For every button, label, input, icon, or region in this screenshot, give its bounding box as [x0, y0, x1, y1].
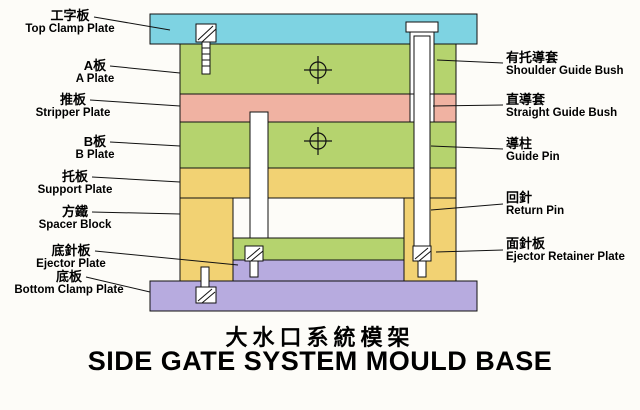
- bottom-cap-screw-shaft: [200, 266, 210, 288]
- label-shoulder-guide-bush-zh: 有托導套: [506, 50, 559, 65]
- label-spacer-block: 方鐵 Spacer Block: [18, 204, 132, 233]
- page-title-english: SIDE GATE SYSTEM MOULD BASE: [87, 346, 553, 376]
- label-return-pin: 回針 Return Pin: [506, 190, 640, 219]
- leader-straight-guide-bush: [432, 104, 504, 107]
- leader-shoulder-guide-bush: [436, 59, 504, 64]
- label-straight-guide-bush-zh: 直導套: [506, 92, 546, 107]
- label-guide-pin: 導柱 Guide Pin: [506, 136, 640, 165]
- label-ejector-plate-en: Ejector Plate: [36, 258, 106, 271]
- label-guide-pin-en: Guide Pin: [506, 151, 560, 164]
- screw-hatch: [418, 250, 432, 262]
- label-stripper-plate-zh: 推板: [59, 92, 86, 107]
- label-spacer-block-en: Spacer Block: [38, 219, 112, 232]
- label-return-pin-en: Return Pin: [506, 205, 565, 218]
- support-plate-shape: [179, 167, 457, 199]
- leader-a-plate: [109, 65, 181, 74]
- screw-hatch: [197, 288, 213, 302]
- label-ejector-retainer-plate: 面針板 Ejector Retainer Plate: [506, 236, 640, 265]
- label-guide-pin-zh: 導柱: [506, 136, 533, 151]
- screw-hatch: [201, 28, 217, 43]
- screw-hatch: [197, 25, 214, 41]
- leader-support-plate: [91, 176, 181, 183]
- label-spacer-block-zh: 方鐵: [61, 204, 88, 219]
- center-ejector-screw-shaft: [249, 260, 259, 278]
- leader-ejector-plate: [94, 250, 239, 266]
- label-top-clamp-plate-zh: 工字板: [50, 8, 90, 23]
- ejector-plate-shape: [232, 259, 405, 282]
- label-support-plate-en: Support Plate: [37, 184, 113, 197]
- shoulder-guide-bush-flange: [405, 21, 439, 33]
- label-straight-guide-bush-en: Straight Guide Bush: [506, 107, 618, 120]
- label-bottom-clamp-plate-zh: 底板: [55, 269, 82, 284]
- screw-hatch: [250, 250, 264, 262]
- label-straight-guide-bush: 直導套 Straight Guide Bush: [506, 92, 640, 121]
- top-cap-screw-shaft: [201, 41, 211, 75]
- leader-return-pin: [430, 203, 504, 211]
- label-top-clamp-plate-en: Top Clamp Plate: [25, 23, 115, 36]
- label-ejector-plate-zh: 底針板: [51, 243, 91, 258]
- label-a-plate: A板 A Plate: [40, 58, 150, 87]
- label-a-plate-en: A Plate: [75, 73, 115, 86]
- leader-ejector-retainer-plate: [435, 249, 504, 253]
- label-b-plate-en: B Plate: [75, 149, 115, 162]
- label-stripper-plate: 推板 Stripper Plate: [14, 92, 132, 121]
- label-support-plate-zh: 托板: [61, 169, 88, 184]
- label-top-clamp-plate: 工字板 Top Clamp Plate: [6, 8, 134, 37]
- leader-stripper-plate: [89, 99, 181, 107]
- label-shoulder-guide-bush: 有托導套 Shoulder Guide Bush: [506, 50, 640, 79]
- right-ejector-screw-shaft: [417, 260, 427, 278]
- label-a-plate-zh: A板: [83, 58, 107, 73]
- center-pin-column: [249, 111, 269, 239]
- label-b-plate: B板 B Plate: [40, 134, 150, 163]
- label-shoulder-guide-bush-en: Shoulder Guide Bush: [506, 65, 624, 78]
- leader-bottom-clamp-plate: [85, 276, 151, 293]
- page-title-chinese: 大水口系統模架: [225, 325, 415, 350]
- label-stripper-plate-en: Stripper Plate: [35, 107, 111, 120]
- label-bottom-clamp-plate: 底板 Bottom Clamp Plate: [0, 269, 138, 298]
- screw-hatch: [201, 291, 216, 304]
- label-return-pin-zh: 回針: [506, 190, 533, 205]
- label-bottom-clamp-plate-en: Bottom Clamp Plate: [14, 284, 124, 297]
- label-ejector-retainer-plate-zh: 面針板: [506, 236, 546, 251]
- leader-top-clamp-plate: [93, 16, 171, 31]
- guide-pin-return-pin-column: [413, 35, 431, 247]
- screw-hatch: [414, 247, 429, 260]
- leader-guide-pin: [430, 145, 504, 150]
- label-ejector-retainer-plate-en: Ejector Retainer Plate: [506, 251, 625, 264]
- leader-b-plate: [109, 141, 181, 147]
- leader-spacer-block: [91, 211, 181, 215]
- label-b-plate-zh: B板: [83, 134, 107, 149]
- label-support-plate: 托板 Support Plate: [16, 169, 134, 198]
- label-ejector-plate: 底針板 Ejector Plate: [12, 243, 130, 272]
- screw-hatch: [246, 247, 261, 260]
